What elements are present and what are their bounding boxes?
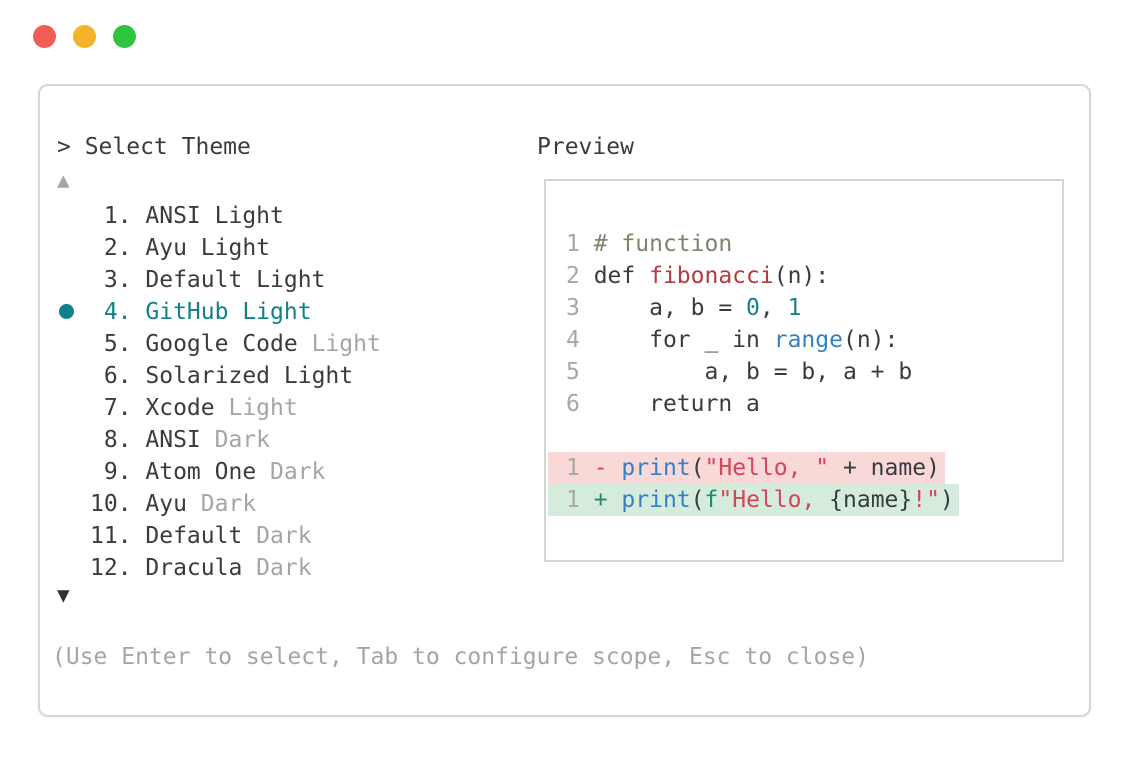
diff-added-line: 1 + print(f"Hello, {name}!") (548, 484, 1062, 516)
scroll-down-icon[interactable]: ▼ (57, 583, 70, 607)
code-preview: 1 # function 2 def fibonacci(n): 3 a, b = … (546, 181, 1062, 516)
preview-header: Preview (537, 134, 634, 160)
theme-item-ayu-light[interactable]: 2. Ayu Light (90, 235, 271, 261)
theme-item-github-light[interactable]: 4. GitHub Light (59, 296, 381, 328)
code-preview-box: 1 # function 2 def fibonacci(n): 3 a, b = … (544, 179, 1064, 562)
theme-item-atom-one-dark[interactable]: 9. Atom One Dark (90, 459, 326, 485)
code-line: 3 a, b = 0, 1 (566, 295, 802, 321)
theme-item-google-code-light[interactable]: 5. Google Code Light (90, 331, 381, 357)
diff-removed-line: 1 - print("Hello, " + name) (548, 452, 1062, 484)
code-line: 2 def fibonacci(n): (566, 263, 830, 289)
close-button[interactable] (33, 25, 56, 48)
theme-item-ansi-light[interactable]: 1. ANSI Light (90, 203, 284, 229)
theme-item-dracula-dark[interactable]: 12. Dracula Dark (90, 555, 312, 581)
maximize-button[interactable] (113, 25, 136, 48)
theme-picker-panel: > Select Theme Preview ▲ 1. ANSI Light 2… (38, 84, 1091, 717)
theme-item-default-dark[interactable]: 11. Default Dark (90, 523, 312, 549)
code-line (566, 420, 1062, 452)
code-line: 4 for _ in range(n): (566, 327, 899, 353)
code-line: 6 return a (566, 391, 760, 417)
theme-item-xcode-light[interactable]: 7. Xcode Light (90, 395, 298, 421)
select-theme-header: > Select Theme (57, 134, 251, 160)
theme-item-ansi-dark[interactable]: 8. ANSI Dark (90, 427, 271, 453)
scroll-up-icon[interactable]: ▲ (57, 168, 70, 192)
theme-item-solarized-light[interactable]: 6. Solarized Light (90, 363, 354, 389)
window-controls (33, 25, 136, 48)
code-line: 5 a, b = b, a + b (566, 359, 913, 385)
selected-dot-icon (59, 304, 74, 319)
help-text: (Use Enter to select, Tab to configure s… (52, 644, 869, 670)
minimize-button[interactable] (73, 25, 96, 48)
theme-item-default-light[interactable]: 3. Default Light (90, 267, 326, 293)
code-line: 1 # function (566, 231, 733, 257)
theme-item-ayu-dark[interactable]: 10. Ayu Dark (90, 491, 257, 517)
theme-list: 1. ANSI Light 2. Ayu Light 3. Default Li… (59, 200, 381, 584)
